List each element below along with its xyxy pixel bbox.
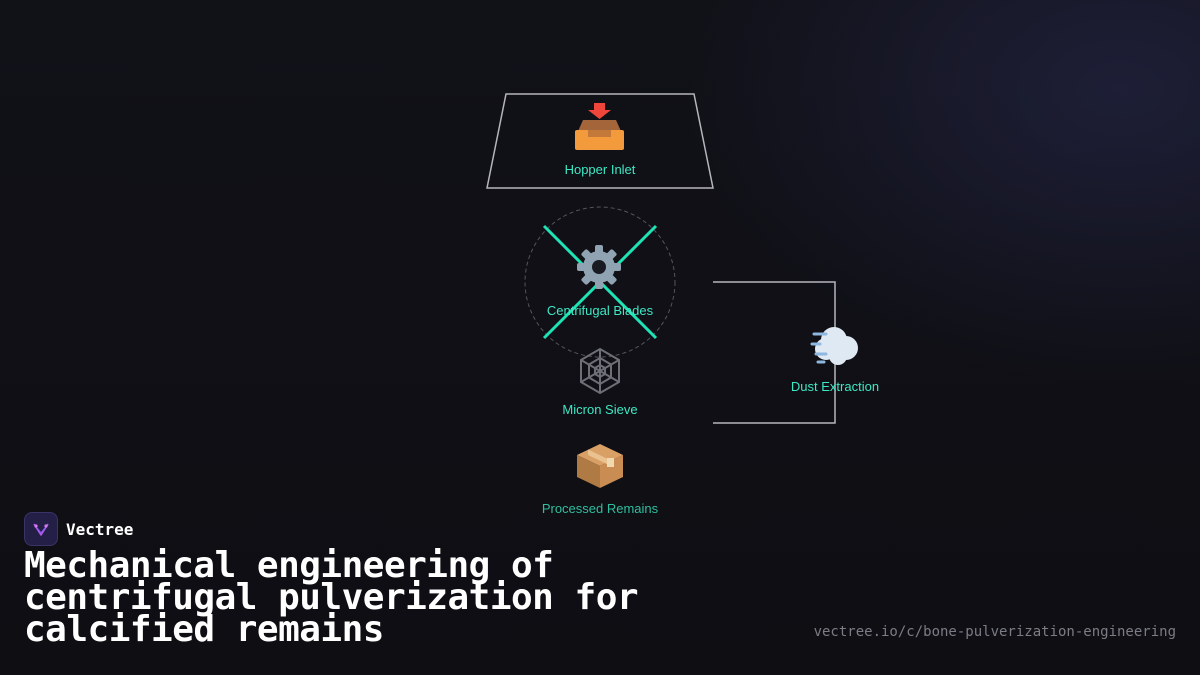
micron-sieve-label: Micron Sieve [562,402,637,417]
centrifugal-chamber-outline [524,206,676,358]
hopper-inlet-label: Hopper Inlet [565,162,636,177]
hopper-outline [486,93,714,189]
centrifugal-blades-label: Centrifugal Blades [547,303,654,318]
gear-icon [577,245,621,289]
processed-remains-label: Processed Remains [542,501,659,516]
brand-name: Vectree [66,519,134,539]
page-title: Mechanical engineering of centrifugal pu… [24,545,639,650]
dust-extraction-label: Dust Extraction [791,379,879,394]
vectree-logo-icon [24,512,58,546]
dash-wind-icon [810,327,858,365]
web-icon [580,347,620,395]
source-url[interactable]: vectree.io/c/bone-pulverization-engineer… [813,624,1176,640]
package-icon [577,444,623,488]
inbox-tray-icon [575,103,624,150]
brand: Vectree [24,512,133,546]
